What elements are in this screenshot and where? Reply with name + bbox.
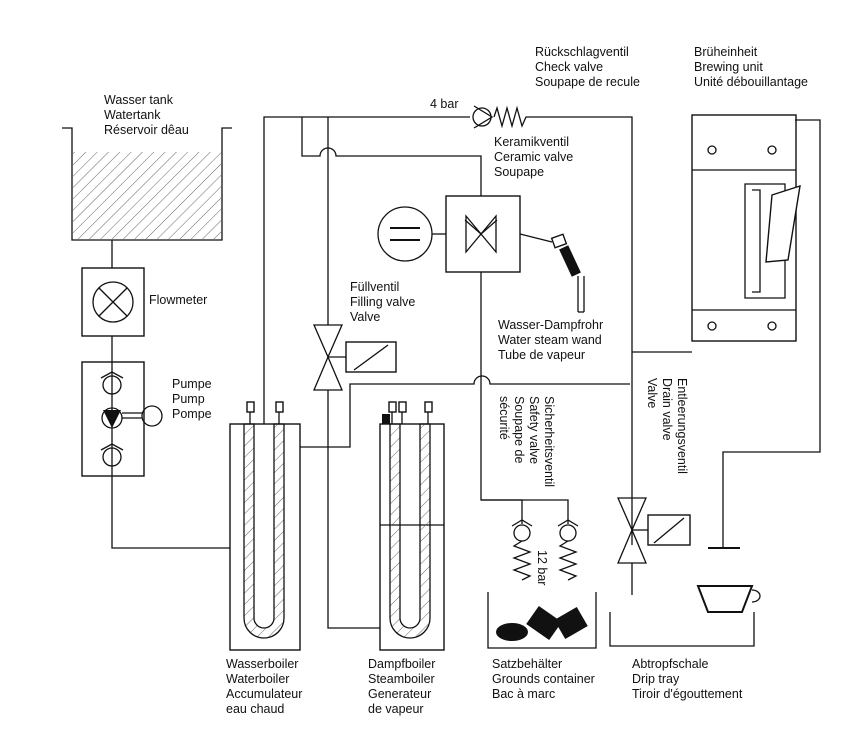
steam-wand-label-fr: Tube de vapeur xyxy=(498,348,585,362)
steam-wand xyxy=(550,233,585,313)
steam-boiler xyxy=(379,401,445,651)
grounds-container-label-fr: Bac à marc xyxy=(492,687,555,701)
pipe-brew-outlet xyxy=(722,119,821,548)
safety-valve-label-de: Sicherheitsventil xyxy=(542,396,556,487)
cup xyxy=(696,547,761,613)
steam-wand-label-de: Wasser-Dampfrohr xyxy=(498,318,603,332)
check-valve-label-fr: Soupape de recule xyxy=(535,75,640,89)
drip-tray-label-de: Abtropfschale xyxy=(632,657,708,671)
drain-valve-label-en: Drain valve xyxy=(660,378,674,441)
drain-valve-label-de: Entleerungsventil xyxy=(675,378,689,474)
filling-valve xyxy=(313,324,397,391)
grounds-container xyxy=(487,592,597,649)
pump xyxy=(81,361,163,477)
safety-valve-pressure: 12 bar xyxy=(535,550,549,585)
pump-label-de: Pumpe xyxy=(172,377,212,391)
drip-tray-label-fr: Tiroir d'égouttement xyxy=(632,687,743,701)
check-valve-pressure: 4 bar xyxy=(430,97,459,111)
pipe-pump-waterboiler xyxy=(111,476,230,549)
brewing-unit-label-de: Brüheinheit xyxy=(694,45,758,59)
pipe-checkvalve-drain xyxy=(530,116,633,545)
safety-valve-label-en: Safety valve xyxy=(527,396,541,464)
check-valve-label-en: Check valve xyxy=(535,60,603,74)
grounds-container-label-en: Grounds container xyxy=(492,672,595,686)
water-tank-label-de: Wasser tank xyxy=(104,93,174,107)
pump-label-fr: Pompe xyxy=(172,407,212,421)
water-boiler-label-fr: Accumulateur xyxy=(226,687,302,701)
ceramic-valve-label-fr: Soupape xyxy=(494,165,544,179)
check-valve-label-de: Rückschlagventil xyxy=(535,45,629,59)
drain-valve xyxy=(617,497,691,595)
steam-wand-label-en: Water steam wand xyxy=(498,333,602,347)
pump-label-en: Pump xyxy=(172,392,205,406)
filling-valve-label-fr: Valve xyxy=(350,310,380,324)
drip-tray xyxy=(609,612,755,647)
steam-boiler-label-fr2: de vapeur xyxy=(368,702,424,716)
water-tank-label-en: Watertank xyxy=(104,108,161,122)
safety-valve-label-fr2: sécurité xyxy=(497,396,511,440)
steam-boiler-label-de: Dampfboiler xyxy=(368,657,435,671)
brewing-unit-label-en: Brewing unit xyxy=(694,60,763,74)
steam-boiler-label-en: Steamboiler xyxy=(368,672,435,686)
flowmeter xyxy=(81,267,145,337)
drain-valve-label-fr: Valve xyxy=(645,378,659,408)
steam-boiler-label-fr: Generateur xyxy=(368,687,431,701)
water-boiler-label-fr2: eau chaud xyxy=(226,702,284,716)
flowmeter-label: Flowmeter xyxy=(149,293,207,307)
filling-valve-label-de: Füllventil xyxy=(350,280,399,294)
drip-tray-label-en: Drip tray xyxy=(632,672,680,686)
pipe-boiler-top xyxy=(263,116,470,424)
water-tank-label-fr: Réservoir dêau xyxy=(104,123,189,137)
ceramic-valve-label-en: Ceramic valve xyxy=(494,150,573,164)
water-boiler-label-en: Waterboiler xyxy=(226,672,289,686)
filling-valve-label-en: Filling valve xyxy=(350,295,415,309)
water-boiler xyxy=(229,401,301,651)
brewing-unit xyxy=(691,114,801,342)
safety-valve-label-fr: Soupape de xyxy=(512,396,526,463)
grounds-container-label-de: Satzbehälter xyxy=(492,657,562,671)
ceramic-valve xyxy=(377,195,553,273)
check-valve xyxy=(472,105,530,129)
brewing-unit-label-fr: Unité débouillantage xyxy=(694,75,808,89)
water-boiler-label-de: Wasserboiler xyxy=(226,657,298,671)
water-tank xyxy=(62,127,232,241)
safety-valves xyxy=(481,499,579,581)
pipe-to-ceramic-valve xyxy=(301,117,482,196)
pipe-upper-cross xyxy=(328,375,630,448)
ceramic-valve-label-de: Keramikventil xyxy=(494,135,569,149)
pipe-filling-column xyxy=(327,117,380,629)
